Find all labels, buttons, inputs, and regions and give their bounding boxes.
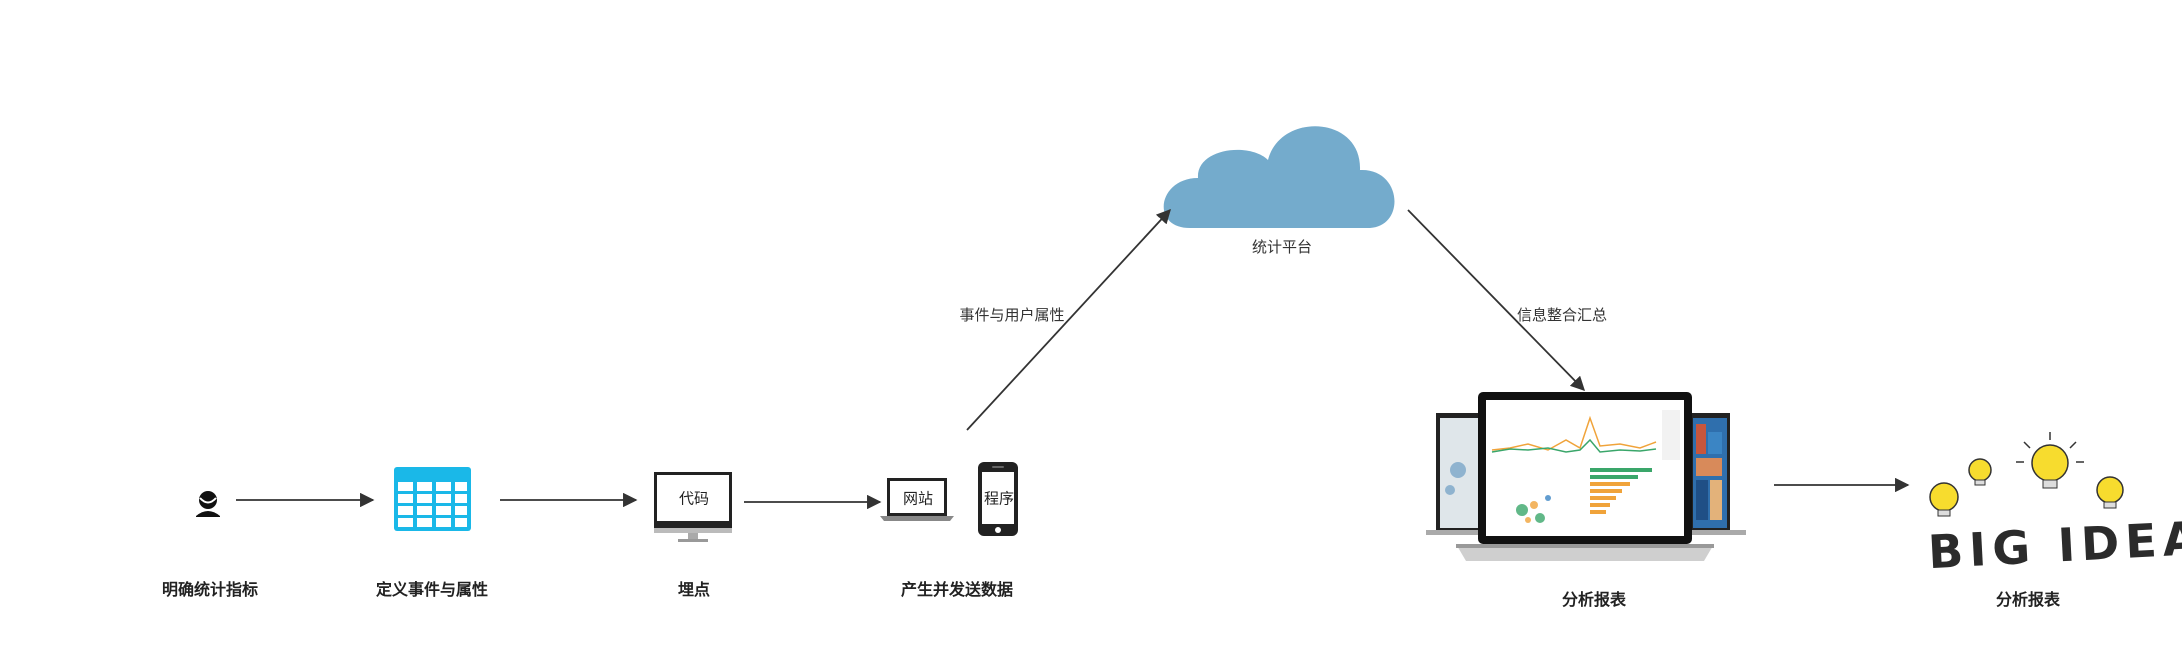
table-icon	[394, 467, 471, 531]
app-box-label: 程序	[983, 490, 1015, 508]
stage-label-idea: 分析报表	[1995, 592, 2061, 609]
stage-label-define-metrics: 明确统计指标	[161, 582, 259, 599]
cloud-label: 统计平台	[1251, 239, 1313, 256]
arrow-send-to-cloud	[966, 208, 1171, 431]
phone-icon	[978, 462, 1018, 536]
light-bulb-icon	[1929, 432, 2124, 517]
arrow-cloud-to-report	[1407, 209, 1586, 392]
cloud-icon	[1163, 126, 1395, 228]
stage-label-send-data: 产生并发送数据	[900, 582, 1014, 599]
laptop-icon	[880, 478, 954, 521]
edge-label-up: 事件与用户属性	[959, 307, 1065, 324]
edge-label-down: 信息整合汇总	[1516, 307, 1608, 324]
stage-label-tracking: 埋点	[677, 582, 711, 599]
code-box-label: 代码	[678, 490, 710, 508]
report-devices-icon	[1426, 392, 1746, 561]
person-icon	[196, 491, 220, 517]
website-box-label: 网站	[902, 490, 934, 508]
monitor-icon	[654, 472, 732, 542]
flow-arrows	[236, 208, 1910, 510]
stage-label-define-events: 定义事件与属性	[375, 582, 489, 599]
stage-label-report: 分析报表	[1561, 592, 1627, 609]
